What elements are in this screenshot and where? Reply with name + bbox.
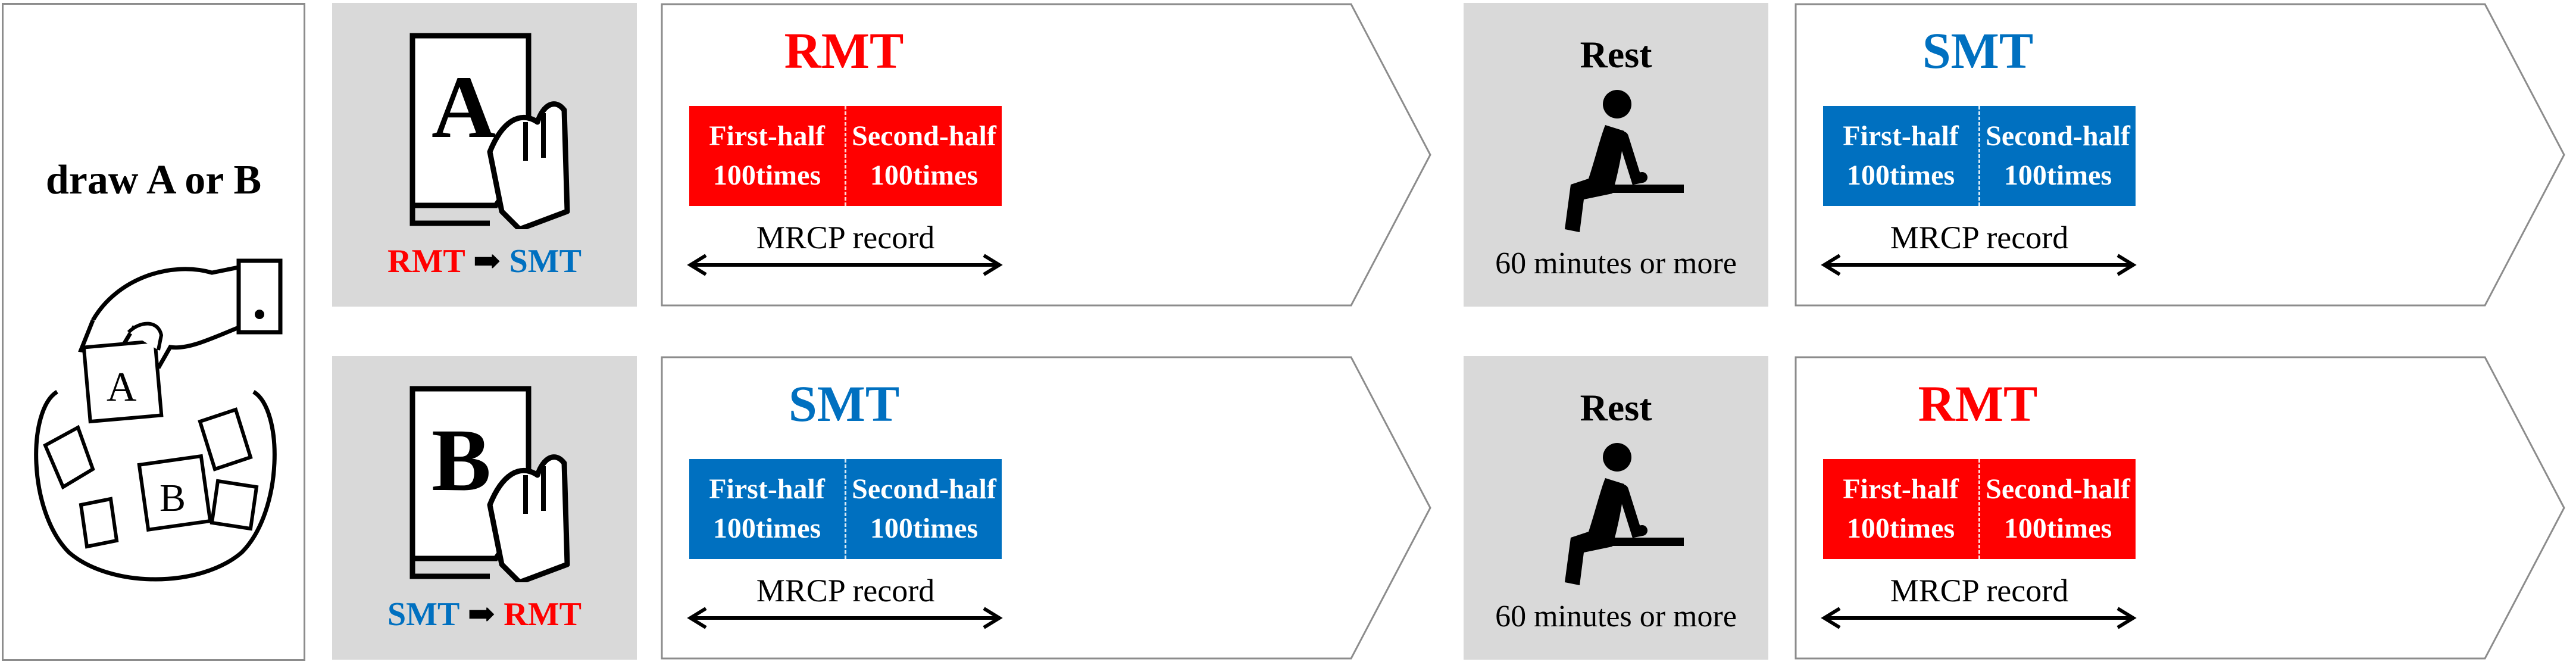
second-half-segment: Second-half 100times xyxy=(846,106,1002,206)
rest-title: Rest xyxy=(1580,33,1652,76)
rest-duration: 60 minutes or more xyxy=(1495,600,1737,633)
first-half-label: First-half xyxy=(709,120,825,152)
second-task-block-mrcp-label: MRCP record xyxy=(1890,220,2069,255)
first-half-label: First-half xyxy=(1843,473,1959,505)
first-half-count: 100times xyxy=(1846,513,1955,544)
first-task-block-task-title: RMT xyxy=(784,22,904,79)
first-task-block-task-bar: First-half 100times Second-half 100times xyxy=(689,106,1002,206)
order-card-panel: B SMT ➡ RMT xyxy=(332,356,637,660)
first-task-block-mrcp-label: MRCP record xyxy=(756,220,935,255)
second-task-block-task-bar: First-half 100times Second-half 100times xyxy=(1823,106,2136,206)
order-label: SMT ➡ RMT xyxy=(332,594,637,633)
second-task-block-record-arrow xyxy=(1821,254,2137,276)
second-task-block-task-title: RMT xyxy=(1918,375,2038,432)
first-task-block-arrow-shape xyxy=(661,3,1431,307)
second-half-count: 100times xyxy=(870,513,978,544)
order-second-task: SMT xyxy=(509,243,582,280)
second-task-block-arrow-shape xyxy=(1795,356,2565,660)
first-half-count: 100times xyxy=(712,160,821,191)
second-half-label: Second-half xyxy=(852,473,996,505)
second-half-segment: Second-half 100times xyxy=(1980,106,2136,206)
second-half-label: Second-half xyxy=(1986,473,2130,505)
second-task-block-task-bar: First-half 100times Second-half 100times xyxy=(1823,459,2136,559)
draw-panel: draw A or B B A xyxy=(2,3,305,661)
first-task-block-mrcp-label: MRCP record xyxy=(756,573,935,608)
first-half-count: 100times xyxy=(712,513,821,544)
svg-text:B: B xyxy=(432,411,491,510)
ticket-b-label: B xyxy=(160,476,186,520)
second-half-segment: Second-half 100times xyxy=(1980,459,2136,559)
first-task-block-task-bar: First-half 100times Second-half 100times xyxy=(689,459,1002,559)
first-half-count: 100times xyxy=(1846,160,1955,191)
svg-text:A: A xyxy=(432,58,496,157)
rest-panel: Rest 60 minutes or more xyxy=(1464,3,1768,307)
second-task-block-mrcp-label: MRCP record xyxy=(1890,573,2069,608)
order-arrow-icon: ➡ xyxy=(473,243,501,280)
rest-title: Rest xyxy=(1580,386,1652,429)
order-card-panel: A RMT ➡ SMT xyxy=(332,3,637,307)
seated-person-icon xyxy=(1565,90,1684,232)
first-half-label: First-half xyxy=(709,473,825,505)
rest-duration: 60 minutes or more xyxy=(1495,246,1737,280)
draw-title: draw A or B xyxy=(45,157,262,203)
second-task-block-task-title: SMT xyxy=(1922,22,2034,79)
first-half-segment: First-half 100times xyxy=(1823,106,1980,206)
second-half-segment: Second-half 100times xyxy=(846,459,1002,559)
second-half-count: 100times xyxy=(2003,513,2112,544)
second-half-count: 100times xyxy=(870,160,978,191)
second-half-label: Second-half xyxy=(1986,120,2130,152)
lottery-bowl-icon: B A xyxy=(34,258,283,582)
order-second-task: RMT xyxy=(504,596,582,633)
first-task-block: RMT First-half 100times Second-half 100t… xyxy=(661,3,1431,307)
order-first-task: SMT xyxy=(387,596,459,633)
first-half-segment: First-half 100times xyxy=(689,459,846,559)
first-half-segment: First-half 100times xyxy=(689,106,846,206)
order-label: RMT ➡ SMT xyxy=(332,241,637,280)
first-task-block: SMT First-half 100times Second-half 100t… xyxy=(661,356,1431,660)
first-task-block-task-title: SMT xyxy=(788,375,900,432)
rest-panel: Rest 60 minutes or more xyxy=(1464,356,1768,660)
second-task-block-record-arrow xyxy=(1821,607,2137,629)
order-first-task: RMT xyxy=(387,243,465,280)
seated-person-icon xyxy=(1565,443,1684,585)
first-half-segment: First-half 100times xyxy=(1823,459,1980,559)
first-task-block-record-arrow xyxy=(687,254,1003,276)
card-a-icon: A xyxy=(409,33,570,229)
first-task-block-record-arrow xyxy=(687,607,1003,629)
card-b-icon: B xyxy=(409,386,570,582)
second-task-block-arrow-shape xyxy=(1795,3,2565,307)
first-half-label: First-half xyxy=(1843,120,1959,152)
second-task-block: SMT First-half 100times Second-half 100t… xyxy=(1795,3,2565,307)
second-half-count: 100times xyxy=(2003,160,2112,191)
order-arrow-icon: ➡ xyxy=(467,596,496,633)
second-task-block: RMT First-half 100times Second-half 100t… xyxy=(1795,356,2565,660)
ticket-a-label: A xyxy=(107,364,137,410)
first-task-block-arrow-shape xyxy=(661,356,1431,660)
second-half-label: Second-half xyxy=(852,120,996,152)
